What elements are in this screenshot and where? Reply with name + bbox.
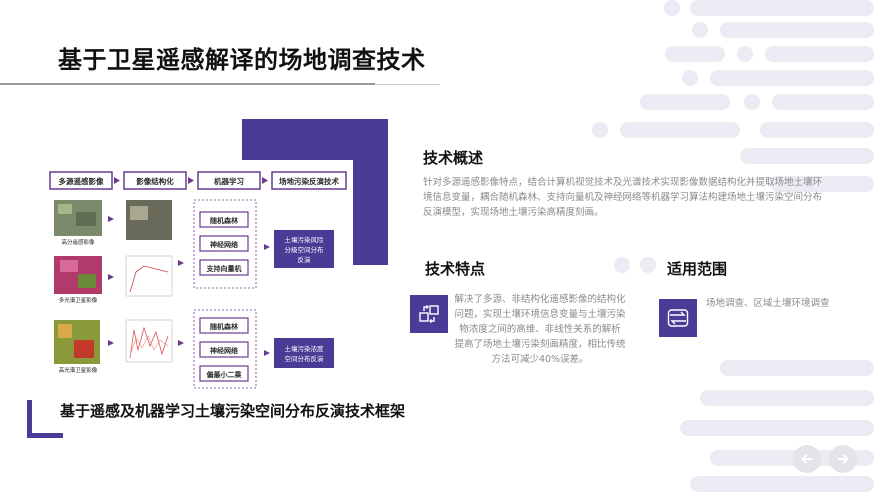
next-button[interactable] bbox=[829, 445, 857, 473]
page-title: 基于卫星遥感解译的场地调查技术 bbox=[58, 46, 426, 74]
exchange-arrows-icon bbox=[659, 299, 697, 337]
model-box bbox=[199, 211, 249, 228]
model-label: 随机森林 bbox=[210, 216, 239, 225]
model-label: 支持向量机 bbox=[206, 264, 242, 273]
model-box bbox=[199, 365, 249, 382]
spectrum-plot-thumb bbox=[125, 255, 173, 297]
overview-text: 针对多源遥感影像特点，结合计算机视觉技术及光谱技术实现影像数据结构化并提取场地土… bbox=[423, 177, 823, 218]
framework-figure: 多源遥感影像 影像结构化 机器学习 场地污染反演技术 高分遥感影像 多光谱卫星影… bbox=[48, 160, 353, 392]
model-label: 神经网络 bbox=[210, 346, 238, 355]
previous-button[interactable] bbox=[793, 445, 821, 473]
image-label: 多光谱卫星影像 bbox=[59, 296, 98, 304]
flow-step-box bbox=[49, 171, 113, 190]
model-box bbox=[199, 341, 249, 358]
swap-boxes-icon bbox=[410, 295, 448, 333]
features-text: 解决了多源、非结构化遥感影像的结构化问题，实现土壤环境信息变量与土壤污染物浓度之… bbox=[454, 294, 626, 365]
result-label: 反演 bbox=[298, 255, 312, 264]
model-box bbox=[199, 235, 249, 252]
flow-step-box bbox=[123, 171, 187, 190]
title-underline-extension bbox=[375, 84, 440, 85]
model-label: 随机森林 bbox=[210, 322, 239, 331]
arrow-right-icon bbox=[838, 454, 849, 464]
model-box bbox=[199, 317, 249, 334]
result-box bbox=[274, 338, 334, 368]
image-label: 高分遥感影像 bbox=[61, 238, 95, 246]
result-box bbox=[274, 230, 334, 268]
spectrum-plot-thumb bbox=[125, 319, 173, 363]
scope-heading: 适用范围 bbox=[667, 260, 728, 278]
flow-step-label: 场地污染反演技术 bbox=[279, 176, 339, 186]
overview-heading: 技术概述 bbox=[423, 149, 484, 167]
result-label: 土壤污染浓度 bbox=[285, 344, 325, 353]
result-label: 分级空间分布 bbox=[285, 245, 325, 254]
flow-step-label: 影像结构化 bbox=[136, 176, 174, 186]
title-underline bbox=[0, 83, 375, 85]
flow-step-box bbox=[271, 171, 347, 190]
figure-caption: 基于遥感及机器学习土壤污染空间分布反演技术框架 bbox=[60, 402, 406, 420]
features-heading: 技术特点 bbox=[425, 260, 486, 278]
model-label: 神经网络 bbox=[210, 240, 238, 249]
result-label: 空间分布反演 bbox=[285, 354, 325, 363]
scope-text: 场地调查、区域土壤环境调查 bbox=[706, 298, 830, 309]
flow-step-label: 多源遥感影像 bbox=[59, 176, 104, 186]
result-label: 土壤污染风险 bbox=[285, 235, 325, 244]
model-label: 偏最小二乘 bbox=[207, 370, 243, 379]
caption-bracket bbox=[27, 400, 63, 438]
arrow-left-icon bbox=[801, 454, 812, 464]
flow-step-label: 机器学习 bbox=[214, 176, 244, 186]
flow-step-box bbox=[197, 171, 261, 190]
framework-diagram: 多源遥感影像 影像结构化 机器学习 场地污染反演技术 高分遥感影像 多光谱卫星影… bbox=[48, 160, 353, 392]
model-box bbox=[199, 259, 249, 276]
image-label: 高光谱卫星影像 bbox=[59, 366, 98, 374]
